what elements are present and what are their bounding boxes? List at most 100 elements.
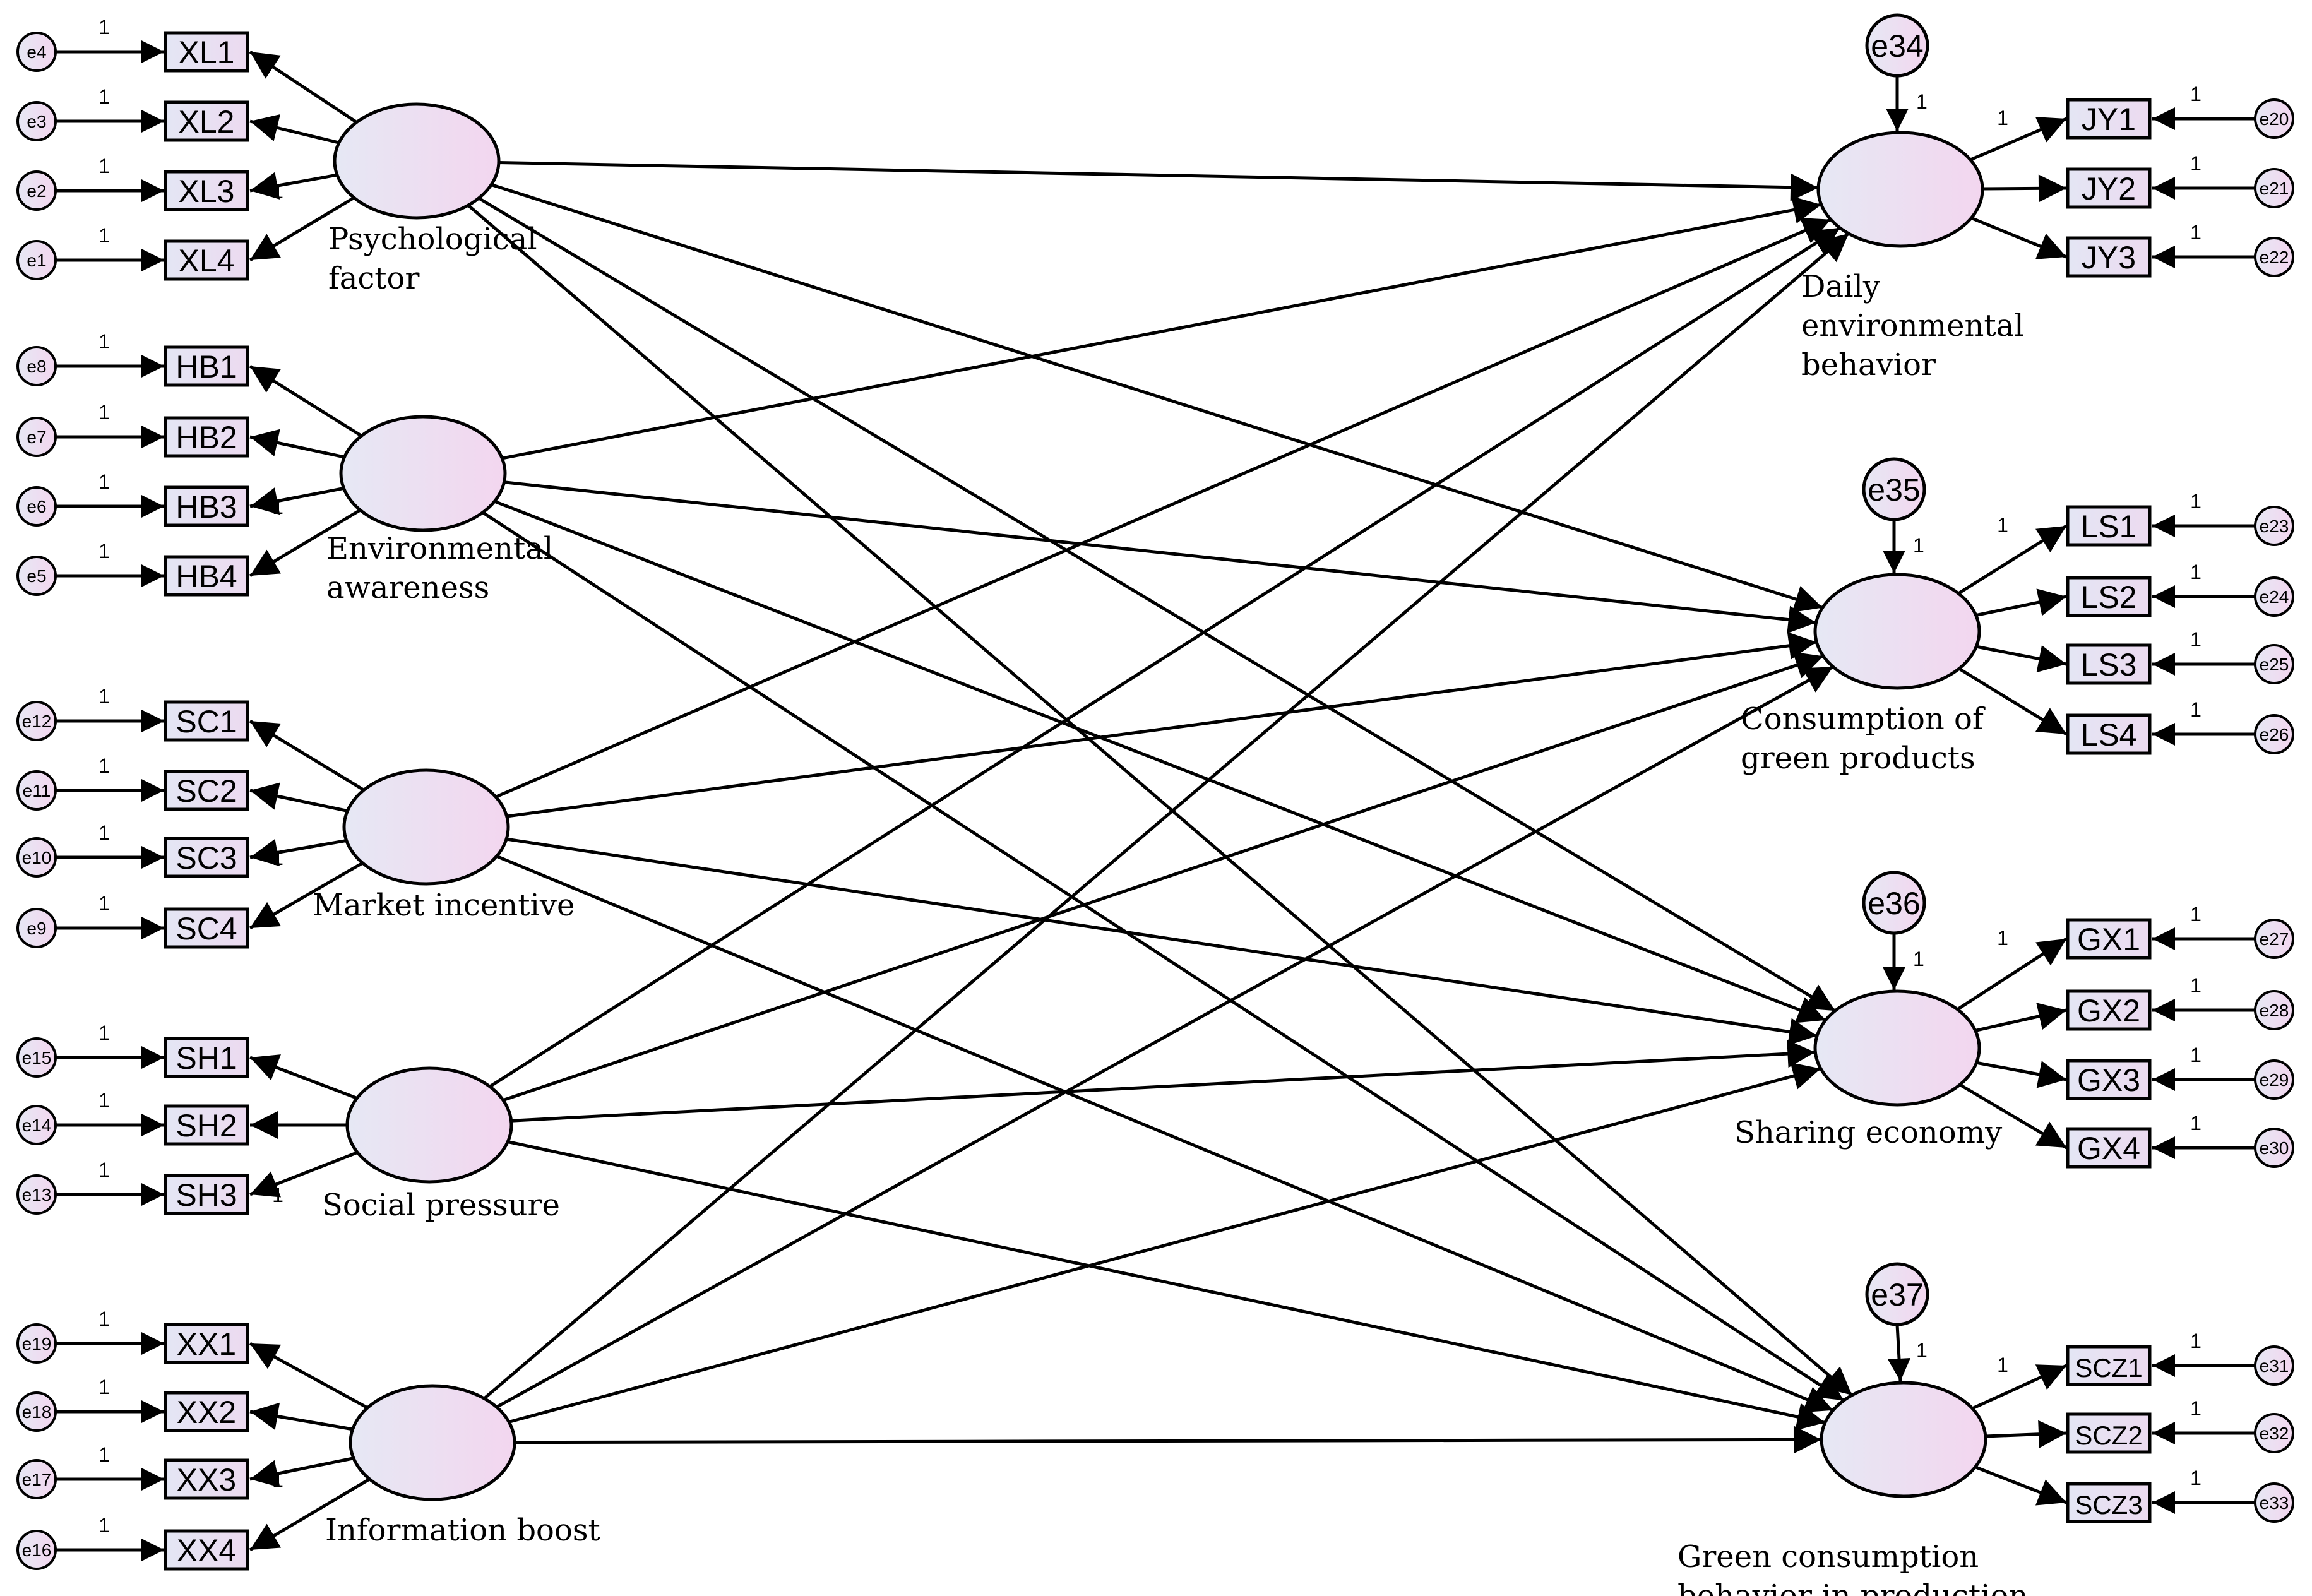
error-e7: [16, 417, 57, 457]
loading-GX4: [1959, 1083, 2068, 1150]
indicator-label: SC2: [176, 773, 237, 809]
loading-XX3: [249, 1456, 354, 1487]
error-e19: [16, 1323, 57, 1364]
residual-label: e34: [1871, 28, 1923, 64]
loading-XL3: [249, 172, 338, 200]
error-label: e17: [22, 1470, 52, 1489]
error-weight: 1: [98, 470, 110, 493]
indicator-label: XX4: [177, 1533, 237, 1568]
error-label: e4: [27, 42, 46, 62]
error-e28: [2254, 990, 2294, 1030]
path-market-to-prod: [496, 854, 1834, 1413]
indicator-label: SC3: [176, 840, 237, 876]
loading-JY1: [1969, 117, 2067, 162]
error-e20: [2254, 98, 2294, 139]
indicator-JY2: [2066, 167, 2152, 209]
error-weight: 1: [98, 540, 110, 563]
indicator-HB3: [164, 485, 249, 527]
indicator-label: SCZ1: [2075, 1353, 2142, 1383]
error-weight: 1: [98, 1089, 110, 1112]
latent-share: [1813, 989, 1981, 1107]
indicator-SCZ1: [2066, 1345, 2152, 1386]
latent-env: [339, 415, 507, 532]
error-weight: 1: [98, 85, 110, 108]
latent-label: Daily: [1801, 269, 1880, 304]
error-label: e25: [2260, 655, 2289, 674]
error-weight: 1: [98, 754, 110, 777]
indicator-label: XX1: [177, 1326, 237, 1362]
error-weight: 1: [98, 155, 110, 177]
error-label: e27: [2260, 929, 2289, 949]
indicator-XX4: [164, 1529, 249, 1571]
indicator-label: LS4: [2081, 717, 2137, 753]
error-label: e21: [2260, 179, 2289, 198]
indicator-GX1: [2066, 918, 2152, 960]
error-e32: [2254, 1413, 2294, 1453]
indicator-label: GX2: [2077, 993, 2140, 1028]
error-weight: 1: [98, 330, 110, 353]
error-e9: [16, 908, 57, 948]
error-e3: [16, 101, 57, 141]
indicator-label: JY1: [2082, 102, 2136, 137]
error-weight: 1: [98, 1021, 110, 1044]
error-label: e15: [22, 1048, 52, 1068]
indicator-SH2: [164, 1104, 249, 1146]
loading-XX1: [249, 1342, 369, 1410]
indicator-XX1: [164, 1323, 249, 1364]
loading-GX1: [1957, 937, 2068, 1011]
fixed-loading: 1: [272, 847, 283, 869]
error-e14: [16, 1105, 57, 1145]
indicator-label: JY2: [2082, 171, 2136, 206]
loading-SCZ1: [1971, 1364, 2068, 1410]
indicator-XL4: [164, 239, 249, 281]
indicator-LS3: [2066, 643, 2152, 685]
loading-GX3: [1976, 1061, 2067, 1088]
path-env-to-green: [504, 480, 1816, 634]
error-weight: 1: [98, 401, 110, 424]
latent-info: [349, 1384, 516, 1501]
path-market-to-share: [506, 837, 1818, 1046]
indicator-SC4: [164, 907, 249, 949]
indicator-label: GX3: [2077, 1063, 2140, 1098]
indicator-label: JY3: [2082, 240, 2136, 275]
indicator-SC1: [164, 700, 249, 742]
path-psych-to-prod: [467, 204, 1854, 1396]
residual-weight: 1: [1913, 948, 1924, 970]
loading-XX2: [249, 1402, 354, 1431]
indicator-LS2: [2066, 576, 2152, 617]
indicator-label: LS3: [2081, 647, 2137, 682]
residual-e36: [1862, 871, 1926, 935]
error-e17: [16, 1459, 57, 1499]
indicator-GX2: [2066, 989, 2152, 1031]
indicator-label: SC1: [176, 704, 237, 739]
latent-label: Sharing economy: [1734, 1115, 2002, 1150]
latent-psych: [333, 102, 501, 220]
error-weight: 1: [2190, 974, 2202, 997]
error-e5: [16, 556, 57, 596]
path-env-to-prod: [482, 511, 1845, 1402]
error-weight: 1: [98, 1514, 110, 1537]
error-label: e30: [2260, 1138, 2289, 1158]
indicator-label: SCZ3: [2075, 1490, 2142, 1520]
indicator-SCZ2: [2066, 1412, 2152, 1454]
loading-LS1: [1957, 524, 2068, 595]
indicator-label: HB2: [176, 420, 237, 455]
indicator-label: SH1: [176, 1040, 237, 1076]
error-label: e28: [2260, 1001, 2289, 1020]
loading-HB3: [249, 487, 344, 515]
loading-XL1: [249, 50, 358, 124]
error-label: e14: [22, 1116, 52, 1135]
loading-SC3: [249, 838, 347, 867]
latent-label: environmental: [1801, 308, 2024, 343]
error-e12: [16, 701, 57, 741]
loading-LS3: [1975, 645, 2067, 673]
indicator-GX3: [2066, 1059, 2152, 1100]
fixed-loading: 1: [272, 180, 283, 203]
indicator-JY1: [2066, 98, 2152, 140]
path-social-to-prod: [507, 1140, 1826, 1431]
error-label: e16: [22, 1540, 52, 1560]
indicator-XX3: [164, 1458, 249, 1500]
indicator-JY3: [2066, 236, 2152, 278]
indicator-label: GX4: [2077, 1131, 2140, 1166]
error-weight: 1: [2190, 83, 2202, 105]
